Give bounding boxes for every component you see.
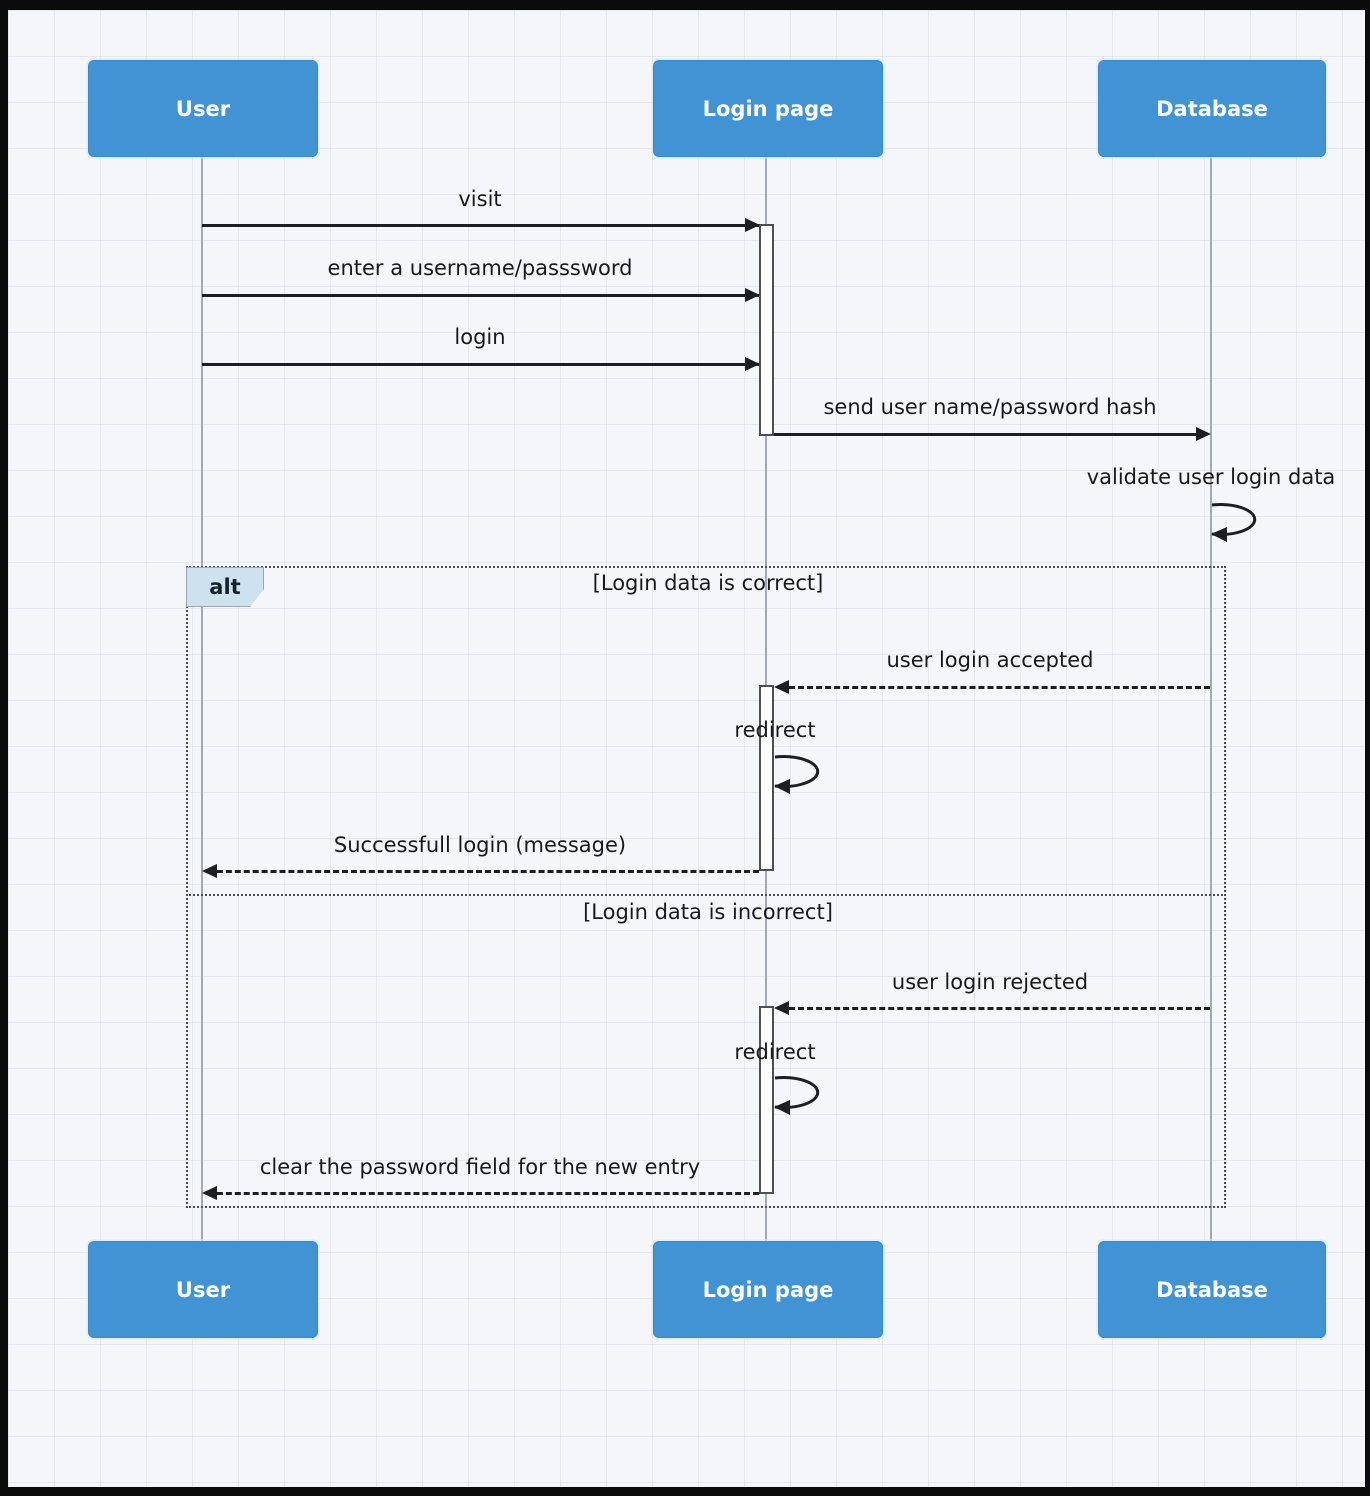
message-rejected-label: user login rejected bbox=[891, 970, 1089, 994]
message-validate-label: validate user login data bbox=[1086, 465, 1336, 489]
self-loop-validate-icon bbox=[1211, 503, 1257, 542]
message-clear-label: clear the password field for the new ent… bbox=[259, 1155, 701, 1179]
actor-login-page-label-bottom: Login page bbox=[702, 1277, 834, 1302]
activation-login-page-2 bbox=[759, 685, 774, 871]
message-rejected-line bbox=[780, 1007, 1210, 1010]
arrowhead-clear bbox=[202, 1186, 217, 1200]
actor-user-bottom: User bbox=[88, 1241, 318, 1338]
message-accepted-line bbox=[780, 686, 1210, 689]
arrowhead-accepted bbox=[774, 680, 789, 694]
alt-operator-label: alt bbox=[209, 575, 241, 599]
actor-user-top: User bbox=[88, 60, 318, 157]
message-enter-label: enter a username/passsword bbox=[327, 256, 633, 280]
message-success-line bbox=[208, 870, 759, 873]
message-visit-label: visit bbox=[458, 187, 502, 211]
message-visit-line bbox=[202, 224, 759, 227]
message-send-hash-label: send user name/password hash bbox=[823, 395, 1157, 419]
actor-login-page-top: Login page bbox=[653, 60, 883, 157]
arrowhead-enter bbox=[745, 288, 760, 302]
message-redirect1-label: redirect bbox=[734, 718, 816, 742]
alt-frame bbox=[186, 566, 1226, 1208]
actor-login-page-bottom: Login page bbox=[653, 1241, 883, 1338]
message-enter-line bbox=[202, 294, 759, 297]
lifeline-user bbox=[201, 155, 203, 1241]
actor-database-bottom: Database bbox=[1098, 1241, 1326, 1338]
self-loop-redirect1-icon bbox=[774, 755, 820, 794]
message-success-label: Successfull login (message) bbox=[333, 833, 627, 857]
actor-database-top: Database bbox=[1098, 60, 1326, 157]
actor-user-label: User bbox=[175, 96, 231, 121]
message-redirect2-label: redirect bbox=[734, 1040, 816, 1064]
arrowhead-rejected bbox=[774, 1001, 789, 1015]
lifeline-database bbox=[1210, 155, 1212, 1241]
guard-incorrect: [Login data is incorrect] bbox=[583, 900, 833, 924]
message-accepted-label: user login accepted bbox=[886, 648, 1094, 672]
arrowhead-send-hash bbox=[1196, 427, 1211, 441]
arrowhead-visit bbox=[745, 218, 760, 232]
alt-operator-tab: alt bbox=[186, 567, 264, 607]
actor-user-label-bottom: User bbox=[175, 1277, 231, 1302]
diagram-canvas: User Login page Database visit enter a u… bbox=[8, 10, 1365, 1487]
message-clear-line bbox=[208, 1192, 759, 1195]
arrowhead-success bbox=[202, 864, 217, 878]
self-loop-redirect2-icon bbox=[774, 1076, 820, 1115]
activation-login-page-1 bbox=[759, 224, 774, 436]
guard-correct: [Login data is correct] bbox=[592, 571, 824, 595]
activation-login-page-3 bbox=[759, 1006, 774, 1194]
message-login-line bbox=[202, 363, 759, 366]
alt-divider bbox=[186, 894, 1226, 896]
actor-database-label-bottom: Database bbox=[1156, 1277, 1268, 1302]
message-send-hash-line bbox=[774, 433, 1196, 436]
message-login-label: login bbox=[454, 325, 506, 349]
arrowhead-login bbox=[745, 357, 760, 371]
actor-login-page-label: Login page bbox=[702, 96, 834, 121]
actor-database-label: Database bbox=[1156, 96, 1268, 121]
